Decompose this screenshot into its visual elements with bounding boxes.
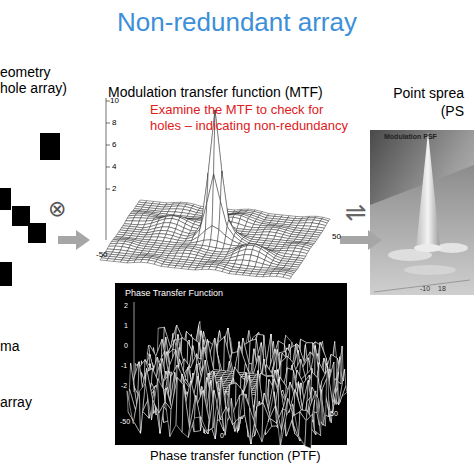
hole	[28, 223, 46, 243]
geometry-panel: eometry hole array)	[0, 64, 58, 296]
flow-arrow	[340, 230, 382, 250]
surface-cell	[139, 369, 146, 434]
axis-tick	[106, 145, 110, 146]
surface-cell	[283, 275, 291, 280]
surface-cell	[280, 399, 287, 447]
axis-line	[134, 302, 135, 392]
flow-arrow	[58, 230, 90, 250]
axis-number: -1	[121, 362, 127, 370]
surface-cell	[158, 379, 165, 413]
diagram-title: Non-redundant array	[0, 8, 474, 38]
equilibrium-symbol: ⇌	[345, 198, 367, 228]
axis-number: 2	[112, 184, 116, 193]
ptf-surface	[127, 322, 347, 449]
panel-heading: Phase Transfer Function	[125, 288, 223, 298]
surface-cell	[195, 396, 202, 426]
axis-number: 1	[124, 322, 128, 330]
panel-heading: eometry hole array)	[0, 64, 72, 96]
axis-number: 4	[112, 162, 116, 171]
surface-cell	[154, 262, 162, 267]
axis-number: 50	[332, 232, 341, 241]
axis-number: 10	[110, 96, 119, 105]
surface-cell	[244, 393, 251, 444]
axis-line	[106, 98, 107, 240]
axis-tick	[106, 101, 110, 102]
axis-number: 6	[112, 140, 116, 149]
axis-tick	[106, 167, 110, 168]
cropped-text: array	[0, 394, 32, 410]
panel-heading: Modulation transfer function (MTF)	[108, 84, 323, 100]
mtf-surface	[100, 110, 330, 279]
plot-title: Modulation PSF	[384, 133, 437, 141]
hole	[40, 133, 60, 160]
axis-number: 8	[112, 118, 116, 127]
cropped-text: ma	[0, 338, 19, 354]
psf-spike	[416, 132, 440, 248]
panel-heading: Point sprea (PS	[374, 84, 464, 120]
hole	[0, 262, 12, 286]
axis-number: -10	[420, 285, 430, 293]
psf-ripple	[404, 265, 456, 275]
axis-tick	[106, 123, 110, 124]
surface-cell	[268, 392, 275, 422]
hole	[0, 188, 11, 210]
surface-cell	[145, 369, 152, 420]
axis-number: 18	[438, 285, 446, 293]
axis-number: 0	[220, 432, 224, 440]
surface-cell	[238, 346, 245, 373]
surface-cell	[274, 392, 281, 447]
surface-cell	[170, 378, 177, 437]
surface-cell	[305, 414, 312, 448]
surface-cell	[231, 398, 238, 432]
psf-spike-base	[414, 244, 442, 252]
axis-number: 2	[124, 302, 128, 310]
mtf-axis	[106, 98, 110, 240]
surface-cell	[262, 403, 269, 442]
mtf-panel: Modulation transfer function (MTF)Examin…	[90, 80, 340, 275]
ptf-panel: Phase Transfer Function	[115, 283, 347, 445]
axis-number: 0	[124, 342, 128, 350]
axis-number: -50	[120, 418, 130, 426]
axis-number: -2	[121, 382, 127, 390]
hole	[12, 206, 30, 226]
axis-tick	[106, 189, 110, 190]
convolution-symbol: ⊗	[48, 196, 66, 221]
figure-caption: Phase transfer function (PTF)	[150, 449, 321, 464]
psf-panel: Point sprea (PS	[382, 84, 474, 299]
psf-background	[370, 130, 474, 295]
psf-image	[370, 130, 474, 295]
axis-number: -50	[96, 250, 108, 259]
surface-cell	[231, 241, 239, 246]
panel-note: Examine the MTF to check for holes – ind…	[150, 102, 355, 134]
surface-cell	[182, 385, 189, 438]
axis-number: 50	[330, 410, 338, 418]
ptf-axis	[134, 302, 135, 392]
